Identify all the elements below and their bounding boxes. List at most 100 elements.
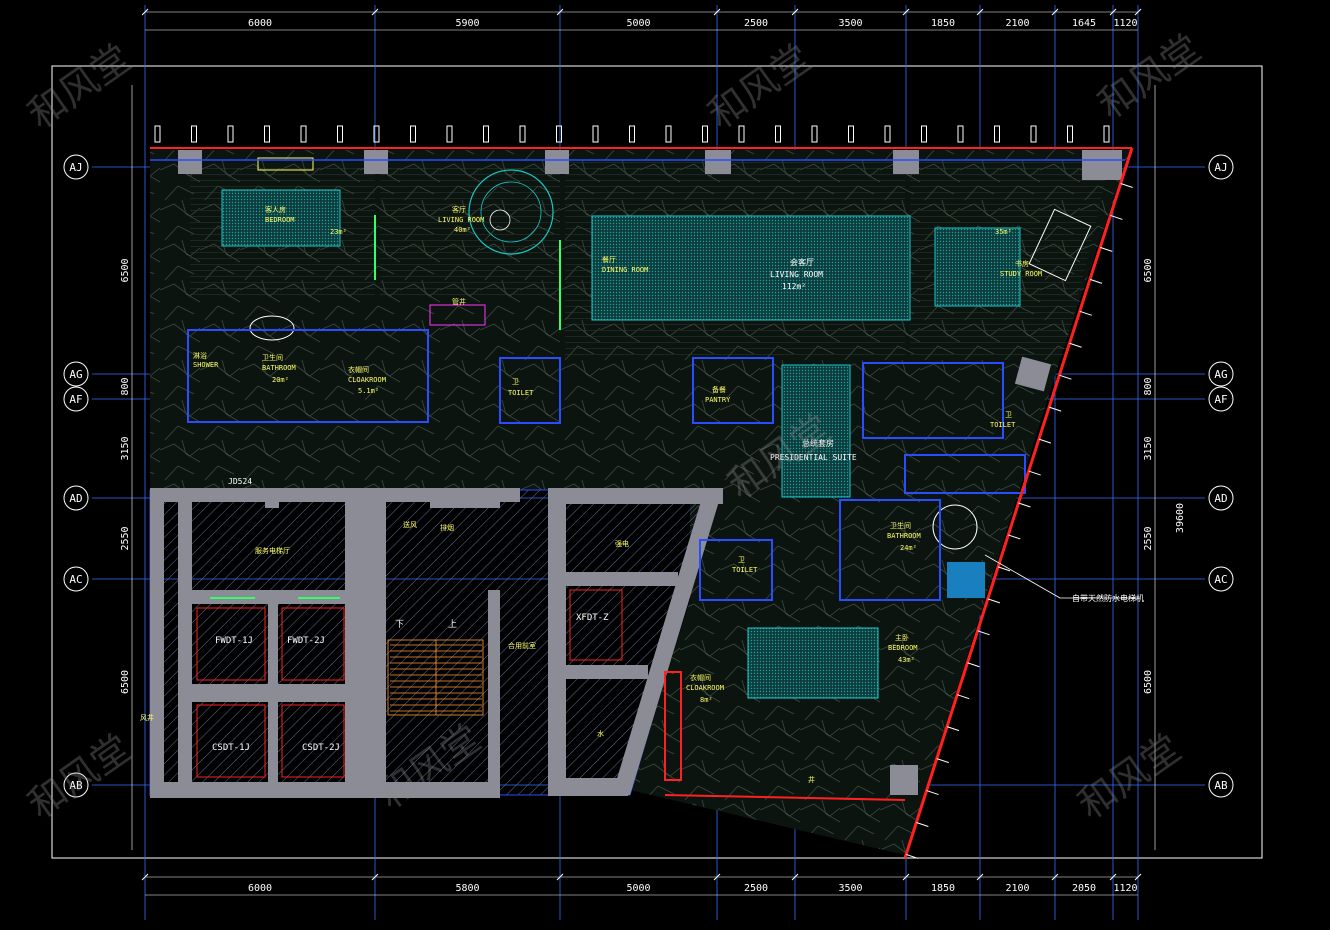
dim-top-3: 2500 xyxy=(744,18,768,29)
dim-bottom-3: 2500 xyxy=(744,883,768,894)
watermark-5: 和风堂 xyxy=(20,726,139,827)
furniture xyxy=(221,157,1092,699)
axis-aj-label-left: AJ xyxy=(69,161,82,174)
callout: 自带天然防水电梯机 xyxy=(984,554,1144,603)
water-cn: 水 xyxy=(597,729,604,738)
dim-bottom-7: 2050 xyxy=(1072,883,1096,894)
shower-en: SHOWER xyxy=(193,361,219,369)
axis-ag-label-right: AG xyxy=(1214,368,1227,381)
drawing-frame xyxy=(51,65,1263,859)
axis-aj-bubble-right xyxy=(1208,154,1234,180)
axis-ac-bubble-right xyxy=(1208,566,1234,592)
callout-text: 自带天然防水电梯机 xyxy=(1072,593,1144,603)
axis-ac-label-left: AC xyxy=(69,573,82,586)
living-left-en: LIVING ROOM xyxy=(438,216,484,224)
bath-left-cn: 卫生间 xyxy=(262,353,283,362)
axis-aj-bubble-left xyxy=(63,154,89,180)
dim-right-4: 6500 xyxy=(1143,670,1154,694)
living-main-en: LIVING ROOM xyxy=(770,270,823,279)
bath-right-area: 24m² xyxy=(900,544,917,552)
dim-bottom-8: 1120 xyxy=(1113,883,1137,894)
elevator-fwdt-2j: FWDT-2J xyxy=(287,636,325,646)
dim-right-3: 2550 xyxy=(1143,526,1154,550)
axis-af-label-right: AF xyxy=(1214,393,1227,406)
elevator-xfdt-z: XFDT-Z xyxy=(576,613,609,623)
axis-ad-bubble-left xyxy=(63,485,89,511)
stair-hall-cn: 合用前室 xyxy=(508,641,536,650)
toilet-left-cn: 卫 xyxy=(512,378,519,386)
axis-af-bubble-right xyxy=(1208,386,1234,412)
dim-top-0: 6000 xyxy=(248,18,272,29)
watermark-3: 和风堂 xyxy=(1090,26,1209,127)
shower-cn: 淋浴 xyxy=(193,351,207,360)
electric-cn: 强电 xyxy=(615,539,629,548)
dim-bottom-0: 6000 xyxy=(248,883,272,894)
dim-bottom-1: 5800 xyxy=(455,883,479,894)
bath-right-cn: 卫生间 xyxy=(890,521,911,530)
dim-top-7: 1645 xyxy=(1072,18,1096,29)
dim-top-5: 1850 xyxy=(931,18,955,29)
watermark-2: 和风堂 xyxy=(700,36,819,137)
guest-bedroom-en: BEDROOM xyxy=(265,216,295,224)
toilet-mid-en: TOILET xyxy=(732,566,758,574)
axis-ag-label-left: AG xyxy=(69,368,82,381)
axis-ad-label-right: AD xyxy=(1214,492,1227,505)
living-main-cn: 会客厅 xyxy=(790,257,814,267)
dim-right-1: 800 xyxy=(1143,377,1154,395)
bath-right-en: BATHROOM xyxy=(887,532,921,540)
axis-af-bubble-left xyxy=(63,386,89,412)
elevator-csdt-2j: CSDT-2J xyxy=(302,743,340,753)
dim-right-2: 3150 xyxy=(1143,436,1154,460)
pantry-en: PANTRY xyxy=(705,396,731,404)
axis-ag-bubble-left xyxy=(63,361,89,387)
dim-bottom-4: 3500 xyxy=(838,883,862,894)
dim-right-total: 39600 xyxy=(1175,503,1186,533)
cloak-left-cn: 衣帽间 xyxy=(348,365,369,374)
cloak-left-en: CLOAKROOM xyxy=(348,376,386,384)
dining-cn: 餐厅 xyxy=(602,255,616,264)
toilet-mid-cn: 卫 xyxy=(738,556,745,564)
stair xyxy=(387,639,484,716)
guest-bedroom-area: 23m² xyxy=(330,228,347,236)
bath-left-area: 20m² xyxy=(272,376,289,384)
living-left-area: 40m² xyxy=(454,226,471,234)
axis-ab-label-right: AB xyxy=(1214,779,1228,792)
pipe-cn: 管井 xyxy=(452,297,466,306)
elevator-fwdt-1j: FWDT-1J xyxy=(215,636,253,646)
dim-bottom-2: 5000 xyxy=(626,883,650,894)
dim-left-3: 2550 xyxy=(120,526,131,550)
axis-aj-label-right: AJ xyxy=(1214,161,1227,174)
axis-ag-bubble-right xyxy=(1208,361,1234,387)
axis-ac-bubble-left xyxy=(63,566,89,592)
cloak-left-area: 5.1m² xyxy=(358,387,379,395)
study-en: STUDY ROOM xyxy=(1000,270,1042,278)
dim-bottom-6: 2100 xyxy=(1005,883,1029,894)
dim-top-8: 1120 xyxy=(1113,18,1137,29)
master-cn: 主卧 xyxy=(895,633,909,642)
wind-cn: 风井 xyxy=(140,713,154,722)
elevator-labels: FWDT-1J FWDT-2J CSDT-1J CSDT-2J XFDT-Z 下… xyxy=(212,477,609,753)
dim-top-4: 3500 xyxy=(838,18,862,29)
dim-top-2: 5000 xyxy=(626,18,650,29)
axis-ab-bubble-left xyxy=(63,772,89,798)
elevator-shafts xyxy=(196,589,623,778)
dining-en: DINING ROOM xyxy=(602,266,648,274)
toilet-left-en: TOILET xyxy=(508,389,534,397)
building-floor xyxy=(149,150,1130,855)
bath-left-en: BATHROOM xyxy=(262,364,296,372)
axis-ad-label-left: AD xyxy=(69,492,82,505)
xfan-cn: 送风 xyxy=(403,520,417,529)
dim-left-2: 3150 xyxy=(120,436,131,460)
living-left-cn: 客厅 xyxy=(452,205,466,214)
stair-up: 上 xyxy=(448,619,457,630)
watermark-1: 和风堂 xyxy=(20,36,139,137)
elevator-hall-cn: 服务电梯厅 xyxy=(255,546,290,555)
axis-af-label-left: AF xyxy=(69,393,82,406)
master-en: BEDROOM xyxy=(888,644,918,652)
dim-bottom-5: 1850 xyxy=(931,883,955,894)
cloak-right-area: 8m² xyxy=(700,696,713,704)
axis-ab-bubble-right xyxy=(1208,772,1234,798)
axis-ad-bubble-right xyxy=(1208,485,1234,511)
toilet-right-cn: 卫 xyxy=(1005,411,1012,419)
